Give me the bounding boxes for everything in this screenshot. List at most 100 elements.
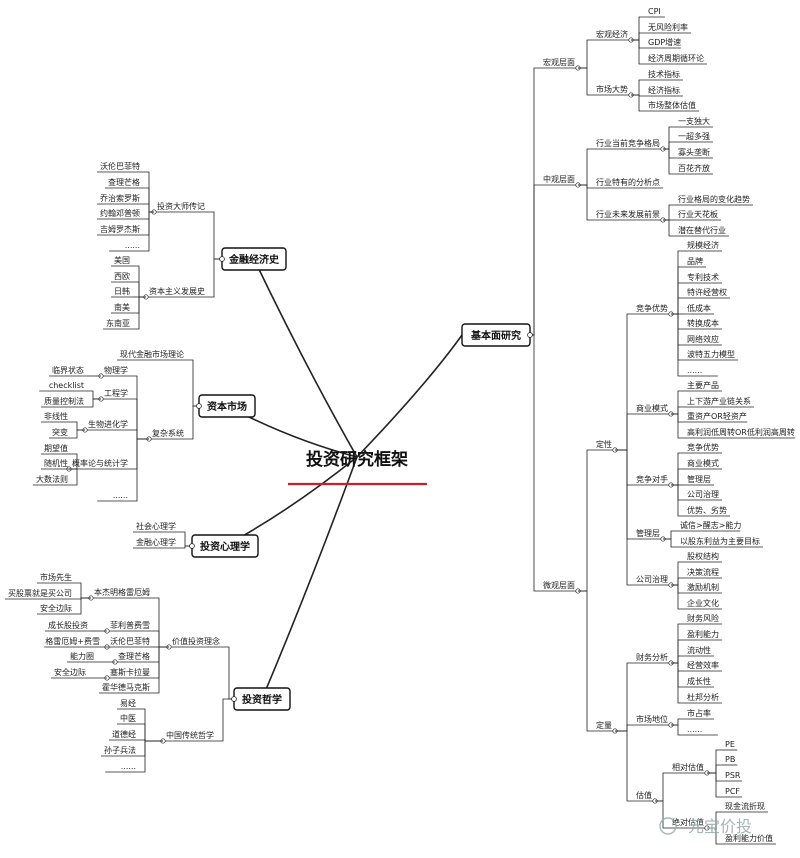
link-0-2-0-2-1 bbox=[671, 468, 684, 486]
node-0-1-2-2: 潜在替代行业 bbox=[678, 225, 726, 235]
node-0-2-1-2-0-0: PE bbox=[725, 740, 735, 749]
link-3-1 bbox=[179, 545, 192, 549]
node-4-1-4: ...... bbox=[121, 762, 136, 771]
link-0-2-0-1 bbox=[615, 413, 633, 451]
node-1-1-4: 东南亚 bbox=[106, 318, 130, 328]
node-0-0-0-3: 经济周期循环论 bbox=[648, 53, 704, 63]
node-0-2-0-4: 公司治理 bbox=[636, 574, 668, 584]
branch-lines bbox=[5, 16, 796, 845]
link-0-0-0 bbox=[578, 39, 593, 69]
node-0-2-0: 定性 bbox=[596, 439, 612, 449]
node-2-1-1: 工程学 bbox=[104, 388, 128, 398]
link-0-2-1-2-0 bbox=[655, 772, 669, 802]
link-0-2-1-2-0-1 bbox=[707, 764, 722, 774]
link-1-0-0 bbox=[143, 171, 154, 213]
topic-toggle-2 bbox=[196, 403, 202, 409]
node-2-0: 现代金融市场理论 bbox=[120, 349, 184, 359]
node-0-2-0-0-6: 网络效应 bbox=[687, 334, 719, 344]
node-0-0-0-2: GDP增速 bbox=[648, 37, 681, 47]
link-0-2-1-2-1-1 bbox=[707, 827, 722, 845]
link-0-2-1-0-4 bbox=[671, 662, 684, 688]
link-0-2-1-0 bbox=[615, 662, 633, 732]
node-1-0-2: 乔治索罗斯 bbox=[100, 193, 140, 203]
link-4-1-1 bbox=[139, 723, 163, 742]
link-4-0-3 bbox=[153, 646, 169, 663]
link-0-2-0-0-5 bbox=[671, 313, 684, 330]
node-0-1-0-2: 寡头垄断 bbox=[678, 147, 710, 157]
node-0-2-0-0-2: 专利技术 bbox=[687, 272, 719, 282]
topic-label-3: 投资心理学 bbox=[200, 540, 250, 553]
link-1-1-0 bbox=[133, 265, 146, 298]
link-0-2-0-4-0 bbox=[671, 561, 684, 586]
node-4-0-1-0: 成长股投资 bbox=[48, 620, 88, 630]
link-0-0-1 bbox=[578, 67, 593, 96]
node-4-1-1: 中医 bbox=[120, 713, 136, 723]
link-0-2-0-3-1 bbox=[663, 538, 677, 548]
node-0-1-2: 行业未来发展前景 bbox=[596, 209, 660, 219]
node-0-1-2-0: 行业格局的变化趋势 bbox=[678, 194, 750, 204]
node-0-2-0-3-0: 诚信>醒志>能力 bbox=[680, 520, 741, 530]
topic-label-0: 基本面研究 bbox=[470, 329, 521, 342]
node-0-2-1-0: 财务分析 bbox=[636, 652, 668, 662]
node-4-0-3-0: 能力圈 bbox=[70, 651, 94, 661]
link-2-1-3 bbox=[131, 438, 149, 470]
link-0-2-1-2-0-3 bbox=[707, 772, 722, 798]
node-0-2-0-2-1: 商业模式 bbox=[687, 458, 719, 468]
node-2-1-1-1: 质量控制法 bbox=[44, 396, 84, 406]
node-2-1-4: ...... bbox=[113, 491, 128, 500]
link-3-0 bbox=[179, 531, 192, 547]
node-1-1: 资本主义发展史 bbox=[149, 286, 205, 296]
node-0-2-1-2-0-1: PB bbox=[725, 755, 735, 764]
node-0-2-0-2-2: 管理层 bbox=[687, 474, 711, 484]
link-0-2-0-1-3 bbox=[671, 413, 684, 439]
link-4-0-0 bbox=[153, 597, 169, 648]
link-0-2-0-0-1 bbox=[671, 266, 684, 315]
node-1-1-3: 南美 bbox=[114, 302, 130, 312]
watermark-icon bbox=[659, 817, 677, 835]
node-0-2-0-1-3: 高利润低周转OR低利润高周转 bbox=[687, 427, 795, 437]
watermark-text: 元宝价投 bbox=[688, 817, 752, 836]
node-4-1-0: 易经 bbox=[120, 698, 136, 708]
link-0-2-0-0-8 bbox=[671, 313, 684, 377]
node-4-0-2: 沃伦巴菲特 bbox=[110, 636, 150, 646]
node-0-2-0-0-4: 低成本 bbox=[687, 303, 711, 313]
node-0-2-0-0-1: 品牌 bbox=[687, 256, 703, 266]
link-4-0-1 bbox=[153, 630, 169, 648]
node-4-0-0-0: 市场先生 bbox=[40, 572, 72, 582]
link-1-0-4 bbox=[143, 211, 154, 236]
link-1-0 bbox=[208, 211, 222, 260]
node-4-0-0: 本杰明格雷厄姆 bbox=[94, 587, 150, 597]
link-0-2-0-0-3 bbox=[671, 297, 684, 315]
link-0-1-0-3 bbox=[663, 148, 675, 175]
node-0-2-1-2: 估值 bbox=[636, 790, 652, 800]
node-2-1-2: 生物进化学 bbox=[88, 419, 128, 429]
link-4-1 bbox=[217, 698, 234, 742]
node-0-2-0-0-8: ...... bbox=[687, 366, 702, 375]
link-4-1-4 bbox=[139, 740, 163, 773]
center-title: 投资研究框架 bbox=[306, 449, 408, 470]
link-0-1-2-2 bbox=[663, 219, 675, 237]
trunk-0 bbox=[356, 334, 463, 458]
topic-label-2: 资本市场 bbox=[207, 400, 247, 413]
node-0-0-0-0: CPI bbox=[648, 7, 661, 16]
link-1-1-1 bbox=[133, 281, 146, 298]
link-2-1-1-1 bbox=[87, 398, 101, 408]
link-4-0-5 bbox=[153, 646, 169, 694]
node-0-2-0-2: 竞争对手 bbox=[636, 474, 668, 484]
node-0-1-1: 行业特有的分析点 bbox=[596, 177, 660, 187]
topic-toggle-3 bbox=[189, 543, 195, 549]
node-0-2-0-1-1: 上下游产业链关系 bbox=[687, 396, 751, 406]
node-0-1-0-1: 一超多强 bbox=[678, 131, 710, 141]
node-0-2-0-3: 管理层 bbox=[636, 528, 660, 538]
link-0-2-0 bbox=[578, 449, 593, 592]
link-2-1-2-1 bbox=[71, 429, 85, 439]
link-2-1-3-2 bbox=[69, 468, 78, 486]
node-0-0-1-0: 技术指标 bbox=[648, 69, 680, 79]
link-0-2-0-0-6 bbox=[671, 313, 684, 346]
node-2-1: 复杂系统 bbox=[152, 428, 184, 438]
node-2-1-3: 概率论与统计学 bbox=[72, 458, 128, 468]
node-2-1-3-2: 大数法则 bbox=[36, 474, 68, 484]
link-0-2-1-2 bbox=[615, 730, 633, 802]
node-4-0-1: 菲利普费雪 bbox=[110, 620, 150, 630]
